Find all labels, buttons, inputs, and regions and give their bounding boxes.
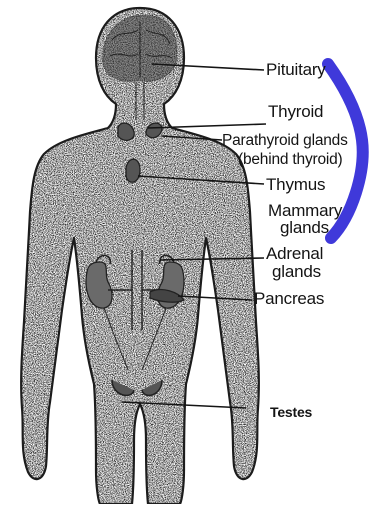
label-pituitary: Pituitary bbox=[266, 61, 326, 79]
label-adrenal-line1: Adrenal bbox=[266, 245, 323, 263]
label-testes: Testes bbox=[270, 403, 312, 421]
label-adrenal-line2: glands bbox=[272, 263, 321, 281]
label-thymus: Thymus bbox=[266, 176, 325, 194]
label-parathyroid-line2: (behind thyroid) bbox=[238, 151, 343, 169]
body-silhouette bbox=[21, 8, 259, 504]
label-pancreas: Pancreas bbox=[254, 290, 324, 308]
label-thyroid: Thyroid bbox=[268, 103, 323, 121]
label-mammary-line2: glands bbox=[280, 219, 329, 237]
label-parathyroid-line1: Parathyroid glands bbox=[222, 132, 348, 150]
